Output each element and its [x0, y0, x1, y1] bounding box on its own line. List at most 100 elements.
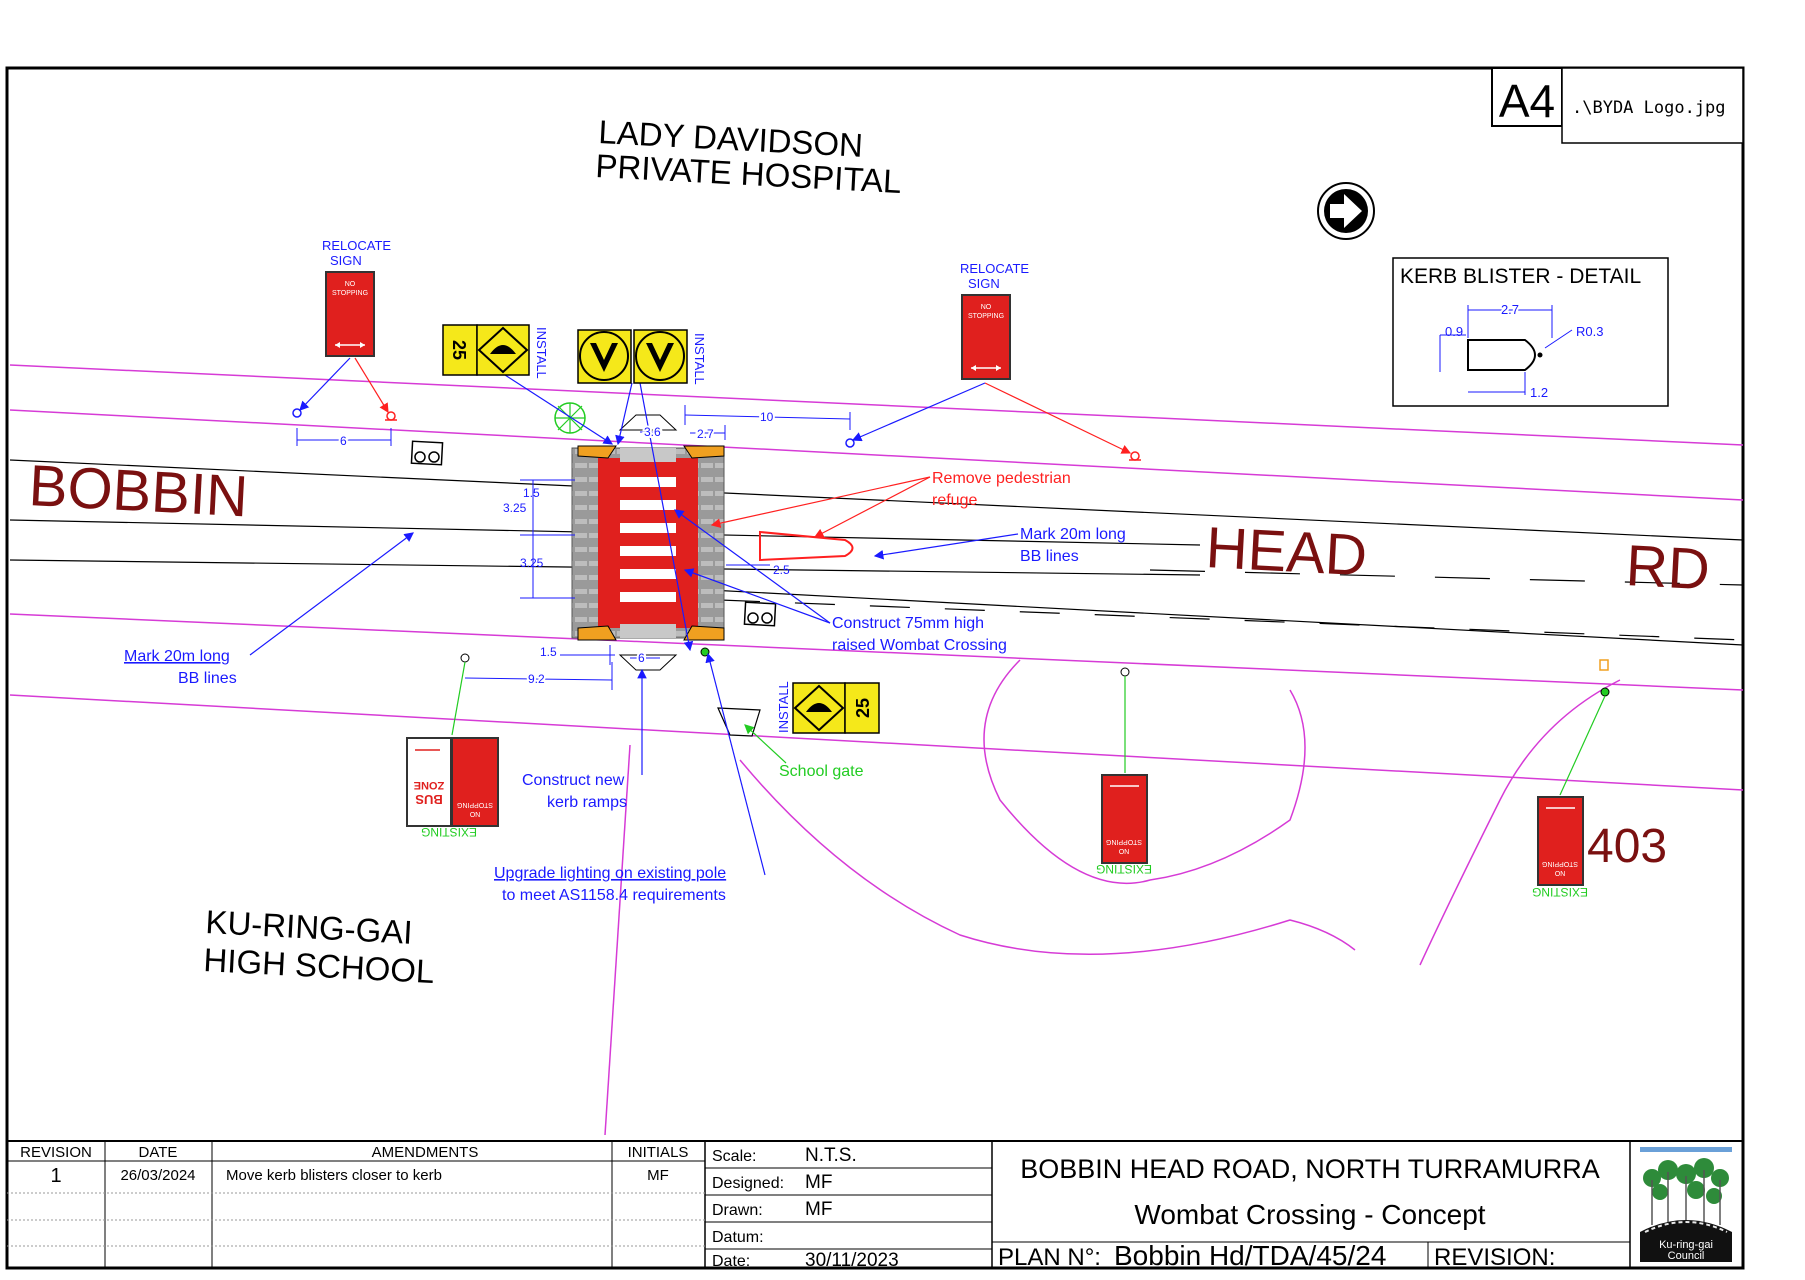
svg-text:STOPPING: STOPPING — [1106, 838, 1142, 845]
svg-text:STOPPING: STOPPING — [1542, 860, 1578, 867]
school-gate — [717, 707, 761, 737]
construct-ramps-note-2: kerb ramps — [547, 794, 627, 811]
council-name-line1: Ku-ring-gai — [1659, 1239, 1713, 1251]
mark-bb-note-left-1: Mark 20m long — [124, 648, 230, 665]
amendment-cell: Move kerb blisters closer to kerb — [226, 1167, 442, 1184]
svg-text:BUS: BUS — [415, 792, 443, 807]
initials-cell: MF — [647, 1167, 669, 1184]
detail-dim-radius: R0.3 — [1576, 324, 1603, 339]
title-block: REVISION DATE AMENDMENTS INITIALS 1 26/0… — [7, 1140, 1743, 1271]
paper-size-box — [1491, 67, 1563, 127]
svg-text:STOPPING: STOPPING — [457, 801, 493, 808]
kerb-ramp-south — [618, 654, 678, 671]
svg-text:NO: NO — [469, 810, 480, 817]
mark-bb-note-right-2: BB lines — [1020, 548, 1079, 565]
relocate-sign-left-2: SIGN — [330, 253, 362, 268]
datum-label: Datum: — [712, 1229, 764, 1246]
relocate-sign-right-2: SIGN — [968, 276, 1000, 291]
pedestrian-crossing-sign — [577, 329, 632, 384]
svg-text:9.2: 9.2 — [528, 672, 545, 686]
no-stopping-sign: NO STOPPING — [325, 271, 375, 357]
lighting-pole-icon — [554, 402, 586, 434]
svg-text:ZONE: ZONE — [414, 779, 445, 791]
bicycle-marking-icon — [410, 440, 444, 466]
project-title: BOBBIN HEAD ROAD, NORTH TURRAMURRA — [1020, 1154, 1600, 1184]
svg-text:3.25: 3.25 — [520, 556, 544, 570]
existing-label: EXISTING — [1532, 885, 1588, 899]
upgrade-lighting-note-2: to meet AS1158.4 requirements — [502, 887, 726, 904]
scale-label: Scale: — [712, 1148, 756, 1165]
install-label: INSTALL — [776, 681, 791, 733]
project-subtitle: Wombat Crossing - Concept — [1134, 1199, 1485, 1230]
svg-text:NO: NO — [981, 304, 992, 311]
bicycle-marking-icon — [743, 601, 777, 627]
detail-dim-length: 2.7 — [1501, 302, 1519, 317]
pedestrian-refuge — [704, 523, 854, 566]
svg-text:2.7: 2.7 — [697, 427, 714, 441]
svg-text:NO: NO — [1118, 847, 1129, 854]
paper-size-label: A4 — [1499, 75, 1555, 127]
no-stopping-sign-existing: NO STOPPING — [451, 737, 499, 827]
kerb-blister-detail: KERB BLISTER - DETAIL 2.7 0.9 R0.3 1.2 — [1392, 257, 1669, 407]
no-stopping-sign: NO STOPPING — [961, 294, 1011, 380]
road-name-part1: BOBBIN — [27, 453, 249, 529]
kerb-blister-ne — [683, 445, 725, 459]
road-name-part2: HEAD — [1204, 515, 1368, 588]
svg-text:10: 10 — [760, 410, 774, 424]
hump-warning-sign — [792, 682, 846, 734]
council-logo: Ku-ring-gai Council — [1636, 1147, 1736, 1262]
leader-lines — [249, 357, 1606, 876]
property-lines — [9, 364, 1744, 1136]
detail-dim-width: 0.9 — [1445, 324, 1463, 339]
road-name-part3: RD — [1624, 533, 1711, 602]
north-arrow-icon — [1317, 182, 1375, 240]
zebra-stripes — [620, 477, 676, 602]
date-value: 30/11/2023 — [805, 1250, 899, 1271]
dimension-labels: 6 10 3.6 2.7 1.5 3.25 3.25 2.5 1.5 6 9.2 — [338, 408, 790, 688]
svg-text:1.5: 1.5 — [540, 645, 557, 659]
bus-zone-sign: BUS ZONE — [406, 737, 452, 827]
plan-number-label: PLAN N°: — [998, 1244, 1101, 1271]
svg-text:STOPPING: STOPPING — [968, 313, 1004, 320]
speed-limit-25-sign: 25 — [442, 324, 478, 376]
dimension-lines — [296, 405, 851, 690]
svg-text:NO: NO — [345, 281, 356, 288]
kerb-blister-sw — [577, 625, 617, 641]
svg-text:1.5: 1.5 — [523, 486, 540, 500]
construct-ramps-note-1: Construct new — [522, 772, 625, 789]
date-cell: 26/03/2024 — [120, 1167, 195, 1184]
no-stopping-sign-existing: NO STOPPING — [1537, 796, 1584, 886]
school-gate-label: School gate — [779, 763, 864, 780]
svg-text:3.6: 3.6 — [644, 425, 661, 439]
drawn-value: MF — [805, 1199, 832, 1220]
svg-text:25: 25 — [853, 698, 873, 718]
revision-label: REVISION: — [1434, 1244, 1555, 1271]
upgrade-lighting-note-1: Upgrade lighting on existing pole — [494, 865, 726, 882]
date-label: Date: — [712, 1253, 750, 1270]
revision-cell: 1 — [50, 1165, 61, 1187]
svg-text:2.5: 2.5 — [773, 563, 790, 577]
date-header: DATE — [139, 1144, 178, 1161]
speed-limit-25-sign: 25 — [844, 682, 880, 734]
no-stopping-sign-existing: NO STOPPING — [1101, 774, 1148, 864]
pedestrian-crossing-sign — [633, 329, 688, 384]
construct-crossing-note-2: raised Wombat Crossing — [832, 637, 1007, 654]
scale-value: N.T.S. — [805, 1145, 857, 1166]
install-label: INSTALL — [692, 333, 707, 385]
designed-value: MF — [805, 1172, 832, 1193]
amendments-header: AMENDMENTS — [372, 1144, 479, 1161]
svg-text:NO: NO — [1554, 869, 1565, 876]
detail-title: KERB BLISTER - DETAIL — [1400, 265, 1641, 288]
logo-placeholder-text: .\BYDA Logo.jpg — [1572, 98, 1726, 118]
existing-label: EXISTING — [1096, 862, 1152, 876]
svg-text:6: 6 — [638, 651, 645, 665]
mark-bb-note-right-1: Mark 20m long — [1020, 526, 1126, 543]
detail-dim-tip: 1.2 — [1530, 385, 1548, 400]
drawn-label: Drawn: — [712, 1202, 763, 1219]
remove-refuge-note-1: Remove pedestrian — [932, 470, 1071, 487]
wombat-crossing — [571, 414, 725, 671]
sign-post-markers — [292, 408, 1610, 697]
house-number: 403 — [1587, 820, 1667, 873]
construct-crossing-note-1: Construct 75mm high — [832, 615, 984, 632]
